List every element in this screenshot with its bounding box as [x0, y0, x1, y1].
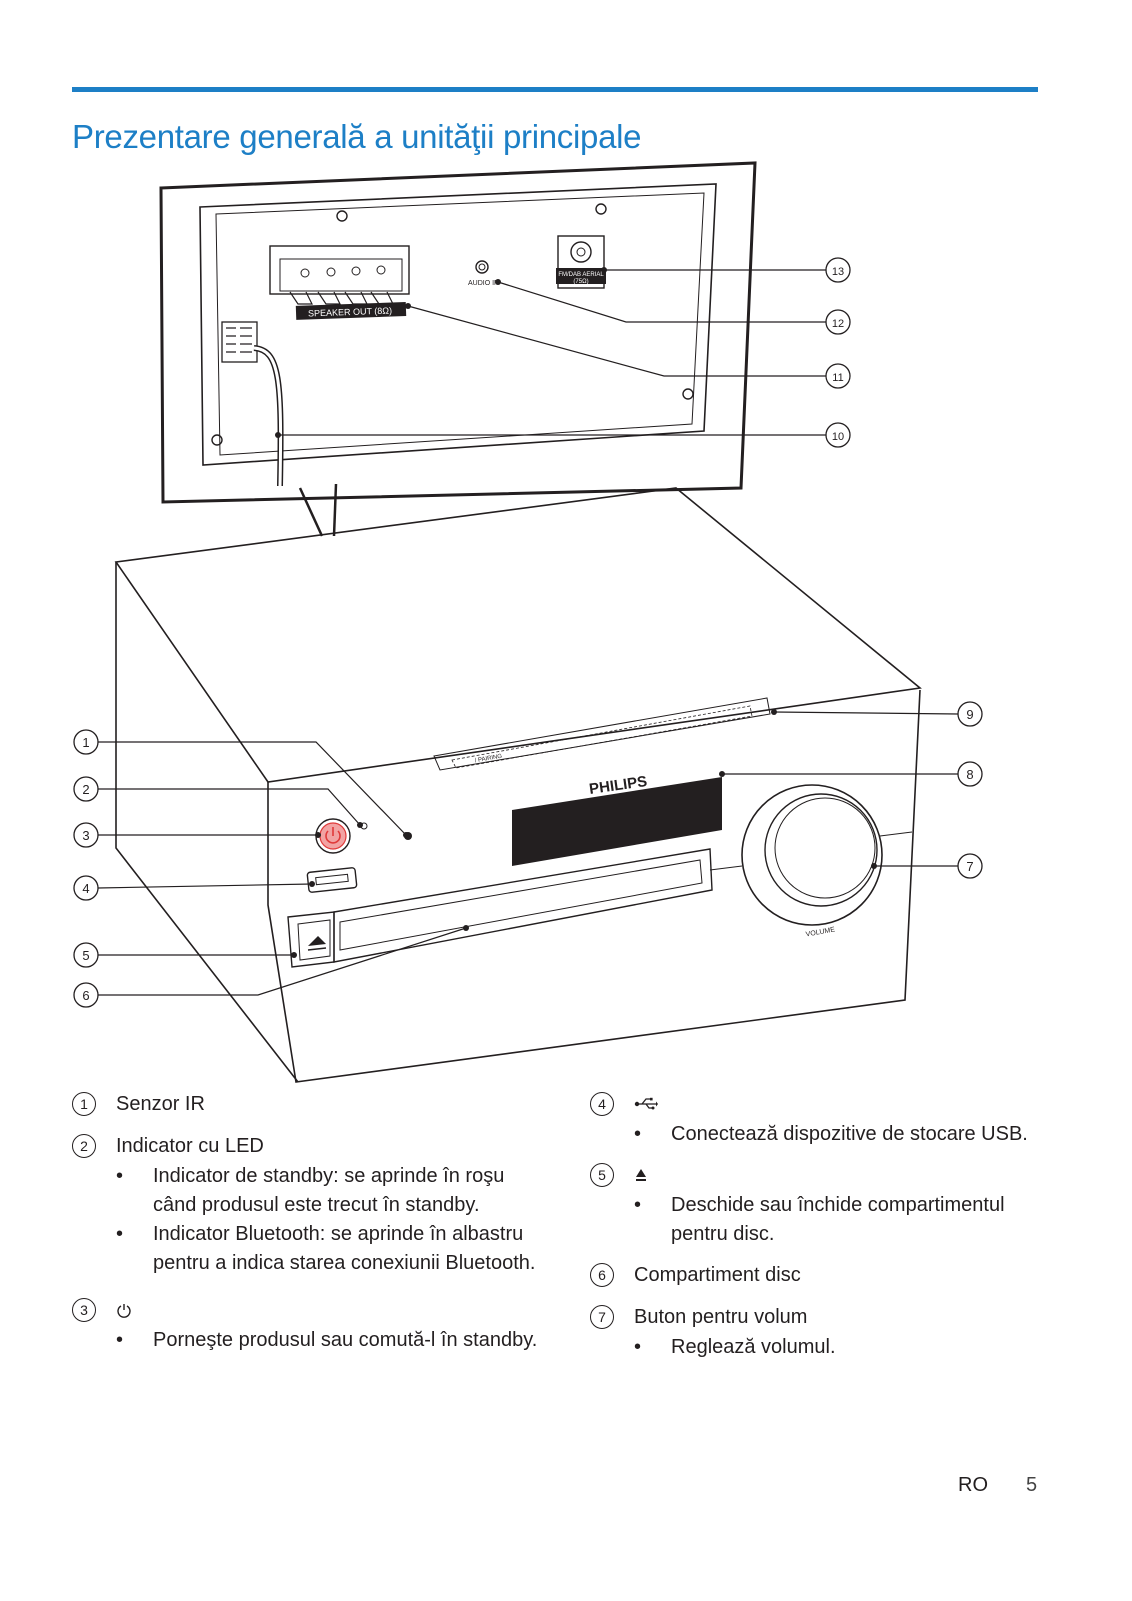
- main-unit: [114, 487, 922, 1083]
- num-badge: 7: [590, 1305, 614, 1329]
- legend-item-3: 3 Porneşte produsul sau comută-l în stan…: [72, 1294, 542, 1355]
- product-diagram: SPEAKER OUT (8Ω) AUDIO IN FM/DAB AERIAL …: [73, 161, 983, 1083]
- callout-7: 7: [966, 859, 973, 874]
- legend-item-1: 1 Senzor IR: [72, 1088, 542, 1120]
- callout-12: 12: [832, 318, 844, 330]
- aerial-label: FM/DAB AERIAL: [558, 272, 604, 278]
- eject-icon: [636, 1169, 646, 1181]
- callout-11: 11: [832, 372, 843, 384]
- page-title: Prezentare generală a unităţii principal…: [72, 118, 642, 156]
- bullet: Indicator de standby: se aprinde în roşu…: [116, 1162, 542, 1220]
- back-panel-zoom: [159, 161, 757, 537]
- item-label: Buton pentru volum: [634, 1305, 808, 1328]
- item-label: Indicator cu LED: [116, 1134, 264, 1157]
- speaker-out-label-bg: [295, 302, 407, 320]
- callout-10: 10: [832, 431, 844, 443]
- speaker-out-label: SPEAKER OUT (8Ω): [308, 306, 392, 319]
- num-badge: 5: [590, 1163, 614, 1187]
- legend-item-5: 5 Deschide sau închide compartimentul pe…: [590, 1159, 1050, 1249]
- legend-item-6: 6 Compartiment disc: [590, 1259, 1050, 1291]
- item-label: Compartiment disc: [634, 1263, 801, 1286]
- callout-8: 8: [966, 767, 973, 782]
- audio-in-label: AUDIO IN: [468, 280, 499, 287]
- num-badge: 4: [590, 1092, 614, 1116]
- legend-left: 1 Senzor IR 2 Indicator cu LED Indicator d…: [72, 1088, 542, 1365]
- callout-4: 4: [82, 881, 89, 896]
- leader-lines: [97, 269, 959, 996]
- num-badge: 1: [72, 1092, 96, 1116]
- callout-2: 2: [82, 782, 89, 797]
- callout-1: 1: [82, 735, 89, 750]
- legend-item-4: 4 Conectează dispozitive de stocare USB.: [590, 1088, 1050, 1149]
- footer-page-number: 5: [1026, 1474, 1038, 1496]
- legend-right: 4 Conectează dispozitive de stocare USB.…: [590, 1088, 1050, 1372]
- num-badge: 6: [590, 1263, 614, 1287]
- num-badge: 2: [72, 1134, 96, 1158]
- footer-language: RO: [958, 1474, 988, 1496]
- legend-item-2: 2 Indicator cu LED Indicator de standby: …: [72, 1130, 542, 1278]
- num-badge: 3: [72, 1298, 96, 1322]
- callout-6: 6: [82, 988, 89, 1003]
- callout-5: 5: [82, 948, 89, 963]
- title-rule: [72, 87, 1038, 92]
- power-symbol: [325, 827, 341, 844]
- leader-dots: [275, 267, 877, 958]
- callout-13: 13: [832, 266, 844, 278]
- bullet: Porneşte produsul sau comută-l în standb…: [116, 1326, 542, 1355]
- pairing-label: / PAIRING: [474, 754, 503, 765]
- bullet: Indicator Bluetooth: se aprinde în albas…: [116, 1220, 542, 1278]
- callout-circles: [73, 257, 983, 1008]
- aerial-ohm-label: (75Ω): [573, 279, 588, 285]
- volume-label: VOLUME: [805, 926, 836, 938]
- power-icon: [117, 1304, 131, 1318]
- bullet: Reglează volumul.: [634, 1333, 1050, 1362]
- callout-9: 9: [966, 707, 973, 722]
- callout-3: 3: [82, 828, 89, 843]
- legend-item-7: 7 Buton pentru volum Reglează volumul.: [590, 1301, 1050, 1362]
- aerial-label-bg: [556, 268, 606, 284]
- bullet: Deschide sau închide compartimentul pent…: [634, 1191, 1050, 1249]
- bullet: Conectează dispozitive de stocare USB.: [634, 1120, 1050, 1149]
- item-label: Senzor IR: [116, 1092, 205, 1115]
- usb-icon: [634, 1097, 658, 1110]
